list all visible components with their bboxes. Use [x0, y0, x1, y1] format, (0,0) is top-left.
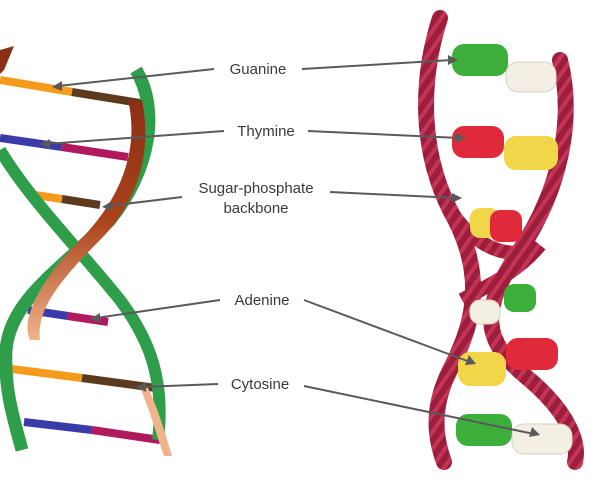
gummy-red-2: [452, 126, 504, 158]
licorice-strand-left: [418, 10, 482, 470]
leader-adenine-right: [303, 299, 471, 363]
arrowhead-backbone-right: [452, 193, 462, 203]
label-cytosine: Cytosine: [231, 376, 289, 393]
rung-thymine-6: [91, 426, 161, 444]
brown-backbone-strand: [27, 100, 146, 340]
leader-guanine-left: [57, 68, 215, 87]
candy-dna-model: [418, 10, 584, 470]
gummy-red-5: [506, 338, 558, 370]
leader-lines: [40, 55, 540, 437]
arrowhead-cytosine-right: [529, 427, 540, 437]
label-adenine: Adenine: [234, 292, 289, 309]
gummy-clear-6: [511, 423, 573, 455]
rung-thymine-2: [61, 143, 129, 161]
rung-cytosine-5: [3, 364, 83, 382]
gummy-red-3: [490, 210, 522, 242]
gummy-pair-2: [452, 126, 558, 170]
leader-thymine-right: [307, 130, 461, 139]
arrowhead-backbone-left: [102, 201, 112, 211]
arrowhead-guanine-right: [448, 55, 458, 65]
gummy-yellow-2: [504, 136, 558, 170]
rung-thymine-4: [67, 312, 109, 326]
leader-backbone-right: [329, 191, 457, 199]
label-backbone-line2: backbone: [223, 200, 288, 217]
licorice-cross: [444, 206, 533, 260]
label-guanine: Guanine: [230, 61, 287, 78]
label-backbone-line1: Sugar-phosphate: [198, 180, 313, 197]
leader-thymine-left: [45, 130, 225, 145]
gummy-pair-4: [469, 284, 536, 325]
brown-strand-bottom: [140, 388, 172, 456]
gummy-green-1: [452, 44, 508, 76]
arrowhead-adenine-left: [90, 313, 100, 323]
gummy-green-4: [504, 284, 536, 312]
gummy-clear-1: [505, 61, 557, 93]
rung-guanine-3: [61, 195, 101, 209]
arrowhead-cytosine-left: [136, 382, 146, 392]
arrowhead-thymine-left: [40, 139, 50, 149]
schematic-dna-helix: [0, 46, 172, 456]
gummy-clear-4: [469, 299, 501, 325]
arrowhead-adenine-right: [465, 355, 476, 365]
rung-adenine-6: [23, 418, 93, 434]
rung-adenine-2: [0, 134, 63, 151]
leader-backbone-left: [107, 196, 183, 207]
brown-strand-top-stub: [0, 46, 14, 74]
arrowhead-guanine-left: [52, 81, 62, 91]
leader-guanine-right: [301, 59, 453, 70]
leader-cytosine-right: [303, 385, 535, 435]
licorice-cross-2: [458, 240, 546, 307]
gummy-green-6: [456, 414, 512, 446]
gummy-pair-1: [452, 44, 557, 93]
gummy-yellow-5: [458, 352, 506, 386]
leader-adenine-left: [95, 299, 221, 319]
label-thymine: Thymine: [237, 123, 295, 140]
gummy-pair-6: [456, 414, 573, 455]
gummy-pair-3: [470, 208, 522, 242]
leader-cytosine-left: [141, 383, 219, 388]
green-backbone-strand-lower: [0, 146, 166, 441]
arrowhead-thymine-right: [456, 133, 466, 143]
labels: Guanine Thymine Sugar-phosphate backbone…: [198, 61, 313, 393]
